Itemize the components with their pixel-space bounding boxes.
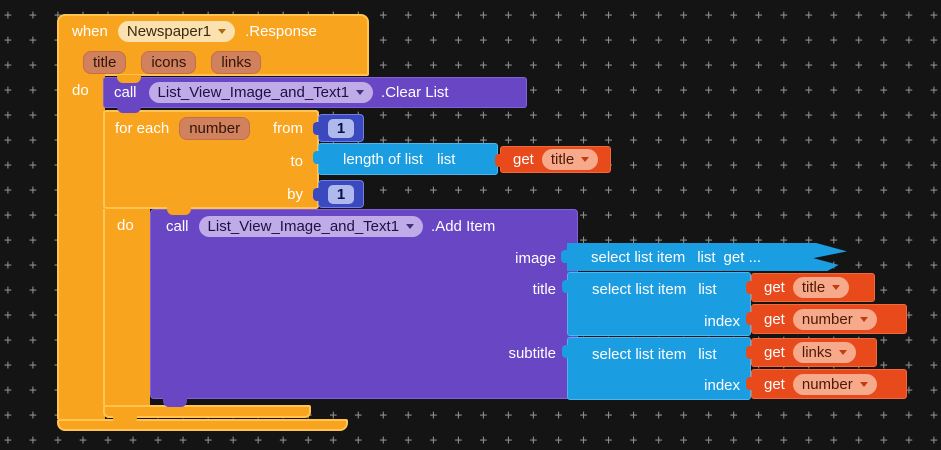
get-variable-block[interactable]: get title <box>746 273 875 302</box>
list-socket-label: list <box>697 248 716 266</box>
number-input[interactable]: 1 <box>328 118 354 138</box>
variable-dropdown[interactable]: title <box>541 149 599 170</box>
get-keyword: get <box>764 344 785 361</box>
component-dropdown[interactable]: List_View_Image_and_Text1 <box>148 82 374 103</box>
select-row: select list item list <box>568 273 750 305</box>
variable-dropdown[interactable]: links <box>792 342 856 363</box>
dropdown-arrow-icon <box>832 285 841 290</box>
connector-notch <box>117 104 141 113</box>
dropdown-arrow-icon <box>859 316 868 322</box>
select-list-item-block-title[interactable]: select list item list index <box>562 272 751 337</box>
component-dropdown[interactable]: Newspaper1 <box>117 21 236 42</box>
call-add-item-block[interactable]: call List_View_Image_and_Text1 .Add Item… <box>150 209 578 399</box>
connector-tab <box>561 250 568 263</box>
when-do-label: do <box>72 82 89 99</box>
collapsed-select-list-item-block[interactable]: select list item list get ... <box>567 243 847 271</box>
length-of-list-block[interactable]: length of list list <box>313 143 498 175</box>
when-event-block[interactable]: when Newspaper1 .Response title icons li… <box>57 14 369 76</box>
event-name: .Response <box>245 23 317 40</box>
list-socket-label: list <box>698 280 717 298</box>
to-label: to <box>290 153 303 170</box>
get-keyword: get <box>764 279 785 296</box>
number-block-from[interactable]: 1 <box>313 114 364 142</box>
for-each-row: for each number from <box>105 112 317 145</box>
call-keyword: call <box>166 218 189 235</box>
dropdown-arrow-icon <box>859 381 868 387</box>
get-keyword: get <box>764 375 785 393</box>
by-row: by <box>105 178 317 211</box>
variable-dropdown-label: title <box>550 151 575 168</box>
param-pill-icons[interactable]: icons <box>141 50 197 74</box>
variable-dropdown[interactable]: number <box>792 308 877 330</box>
connector-notch <box>117 75 141 83</box>
when-block-bottom[interactable] <box>57 419 348 431</box>
get-keyword: get <box>513 151 534 168</box>
variable-dropdown[interactable]: title <box>792 277 850 298</box>
dropdown-arrow-icon <box>218 29 227 34</box>
dropdown-arrow-icon <box>581 157 590 162</box>
get-variable-block[interactable]: get number <box>746 304 907 334</box>
list-socket-label: list <box>437 150 456 168</box>
when-block-spine[interactable] <box>57 74 105 419</box>
title-socket-label: title <box>532 281 556 298</box>
number-block-by[interactable]: 1 <box>313 180 364 208</box>
add-item-header: call List_View_Image_and_Text1 .Add Item <box>151 210 577 243</box>
when-header-row: when Newspaper1 .Response <box>59 16 367 47</box>
by-label: by <box>287 186 303 203</box>
call-keyword: call <box>114 84 137 101</box>
connector-notch <box>163 397 187 407</box>
param-pill-title[interactable]: title <box>83 50 127 74</box>
variable-dropdown[interactable]: number <box>792 373 877 395</box>
variable-dropdown-label: number <box>801 375 853 393</box>
method-name: .Clear List <box>381 84 449 101</box>
index-row: index <box>568 305 750 337</box>
dropdown-arrow-icon <box>356 90 365 95</box>
select-list-item-label: select list item <box>592 345 687 363</box>
when-keyword: when <box>72 23 108 40</box>
number-input[interactable]: 1 <box>328 184 354 204</box>
loop-variable-pill[interactable]: number <box>179 117 251 140</box>
param-pill-links[interactable]: links <box>211 50 262 74</box>
select-row: select list item list <box>568 338 750 370</box>
list-socket-label: list <box>698 345 717 363</box>
to-row: to <box>105 145 317 178</box>
component-dropdown[interactable]: List_View_Image_and_Text1 <box>198 216 424 237</box>
component-dropdown-label: List_View_Image_and_Text1 <box>157 84 350 101</box>
from-label: from <box>273 120 303 137</box>
method-name: .Add Item <box>431 218 496 235</box>
variable-dropdown-label: number <box>801 310 853 328</box>
select-list-item-block-subtitle[interactable]: select list item list index <box>562 337 751 401</box>
dropdown-arrow-icon <box>838 350 847 355</box>
index-socket-label: index <box>704 377 740 394</box>
length-of-list-label: length of list <box>343 150 424 168</box>
index-socket-label: index <box>704 312 740 330</box>
get-variable-block[interactable]: get title <box>495 146 611 173</box>
connector-notch <box>113 415 137 424</box>
select-list-item-label: select list item <box>592 280 687 298</box>
component-dropdown-label: Newspaper1 <box>126 23 212 40</box>
dropdown-arrow-icon <box>406 224 415 229</box>
for-each-bottom[interactable] <box>103 405 311 418</box>
for-each-spine[interactable] <box>103 209 150 405</box>
collapsed-suffix: get ... <box>723 248 762 266</box>
call-clear-list-block[interactable]: call List_View_Image_and_Text1 .Clear Li… <box>103 77 527 108</box>
for-each-label: for each <box>115 120 170 137</box>
image-socket-label: image <box>515 250 556 267</box>
get-keyword: get <box>764 310 785 328</box>
for-each-do-label: do <box>117 217 134 234</box>
variable-dropdown-label: title <box>801 279 826 296</box>
component-dropdown-label: List_View_Image_and_Text1 <box>207 218 400 235</box>
for-each-block[interactable]: for each number from to by <box>103 110 319 209</box>
connector-notch <box>167 207 191 215</box>
get-variable-block[interactable]: get number <box>746 369 907 399</box>
event-params-row: title icons links <box>59 48 367 76</box>
index-row: index <box>568 370 750 401</box>
subtitle-socket-label: subtitle <box>508 345 556 362</box>
get-variable-block[interactable]: get links <box>746 338 877 367</box>
variable-dropdown-label: links <box>801 344 832 361</box>
select-list-item-label: select list item <box>591 248 686 266</box>
